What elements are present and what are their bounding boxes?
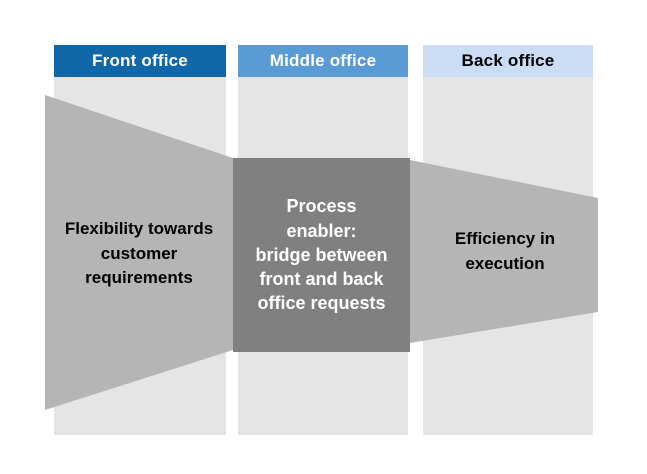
back-office-value-label: Efficiency in execution (454, 228, 556, 273)
middle-office-value-label: Process enabler: bridge between front an… (255, 196, 388, 314)
middle-office-header-label: Middle office (269, 51, 377, 70)
front-office-value-label: Flexibility towards customer requirement… (64, 219, 214, 288)
front-office-header-label: Front office (92, 51, 188, 70)
funnel-right-trapezoid (410, 160, 598, 343)
funnel-left-trapezoid (45, 95, 233, 410)
middle-office-header: Middle office (238, 45, 408, 77)
funnel-center-block (233, 158, 410, 352)
back-office-header-label: Back office (461, 51, 555, 70)
front-office-header: Front office (54, 45, 226, 77)
back-office-header: Back office (423, 45, 593, 77)
